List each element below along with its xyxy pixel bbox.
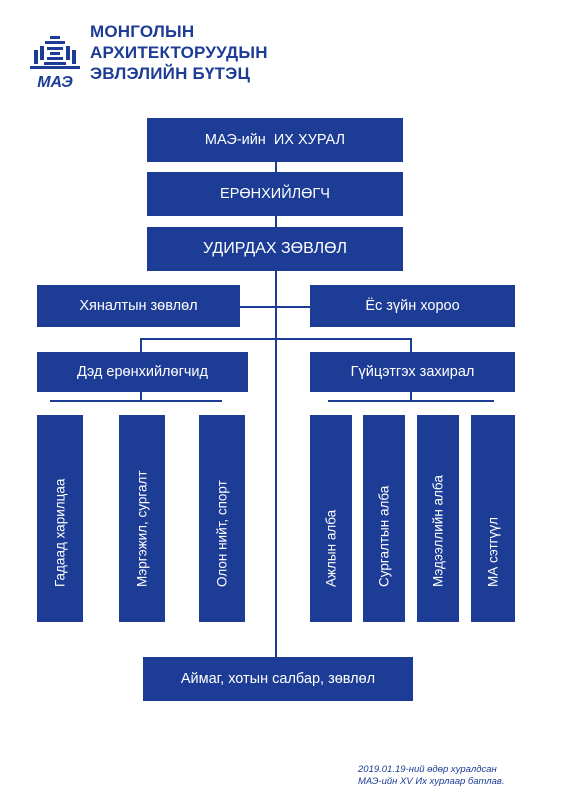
foreign-relations-box: Гадаад харилцаа [37, 415, 83, 622]
management-board-label: УДИРДАХ ЗӨВЛӨЛ [202, 240, 348, 257]
connector-branch-horizontal [140, 338, 412, 340]
title-line: МОНГОЛЫН [90, 22, 195, 41]
executive-director-box: Гүйцэтгэх захирал [310, 352, 515, 392]
public-sports-label: Олон нийт, спорт [214, 480, 230, 587]
information-office-label: Мэдээллийн алба [430, 475, 446, 587]
information-office-box: Мэдээллийн алба [417, 415, 459, 622]
general-assembly-label: МАЭ-ийн ИХ ХУРАЛ [204, 132, 346, 148]
branches-box: Аймаг, хотын салбар, зөвлөл [143, 657, 413, 701]
professional-training-box: Мэргэжил, сургалт [119, 415, 165, 622]
page-title: МОНГОЛЫН АРХИТЕКТОРУУДЫН ЭВЛЭЛИЙН БҮТЭЦ [90, 21, 268, 84]
vice-presidents-label: Дэд ерөнхийлөгчид [77, 364, 208, 380]
connector-right-title-drop [410, 392, 412, 402]
ethics-committee-label: Ёс зүйн хороо [365, 298, 460, 314]
journal-label: МА сэтгүүл [485, 517, 501, 587]
training-office-label: Сургалтын алба [376, 485, 392, 587]
public-sports-box: Олон нийт, спорт [199, 415, 245, 622]
professional-training-label: Мэргэжил, сургалт [134, 470, 150, 587]
title-line: АРХИТЕКТОРУУДЫН [90, 43, 268, 62]
connector-main-vertical [275, 162, 277, 658]
connector-side-horizontal [240, 306, 310, 308]
supervisory-board-label: Хяналтын зөвлөл [79, 298, 198, 314]
logo-text: МАЭ [37, 74, 73, 88]
training-office-box: Сургалтын алба [363, 415, 405, 622]
office-label: Ажлын алба [323, 509, 339, 587]
management-board-box: УДИРДАХ ЗӨВЛӨЛ [147, 227, 403, 271]
president-label: ЕРӨНХИЙЛӨГЧ [220, 186, 330, 202]
approval-footnote: 2019.01.19-ний өдөр хуралдсан МАЭ-ийн XV… [358, 764, 538, 788]
connector-right-branch-drop [410, 338, 412, 352]
branches-label: Аймаг, хотын салбар, зөвлөл [180, 671, 376, 687]
connector-left-title-drop [140, 392, 142, 402]
journal-box: МА сэтгүүл [471, 415, 515, 622]
connector-left-items-bar [50, 400, 222, 402]
supervisory-board-box: Хяналтын зөвлөл [37, 285, 240, 327]
footnote-line: МАЭ-ийн XV Их хурлаар батлав. [358, 776, 505, 787]
vice-presidents-box: Дэд ерөнхийлөгчид [37, 352, 248, 392]
foreign-relations-label: Гадаад харилцаа [52, 478, 68, 587]
office-box: Ажлын алба [310, 415, 352, 622]
title-line: ЭВЛЭЛИЙН БҮТЭЦ [90, 64, 251, 83]
executive-director-label: Гүйцэтгэх захирал [350, 364, 475, 380]
connector-left-branch-drop [140, 338, 142, 352]
president-box: ЕРӨНХИЙЛӨГЧ [147, 172, 403, 216]
mae-logo: МАЭ [30, 36, 80, 91]
footnote-line: 2019.01.19-ний өдөр хуралдсан [358, 764, 497, 775]
ethics-committee-box: Ёс зүйн хороо [310, 285, 515, 327]
general-assembly-box: МАЭ-ийн ИХ ХУРАЛ [147, 118, 403, 162]
